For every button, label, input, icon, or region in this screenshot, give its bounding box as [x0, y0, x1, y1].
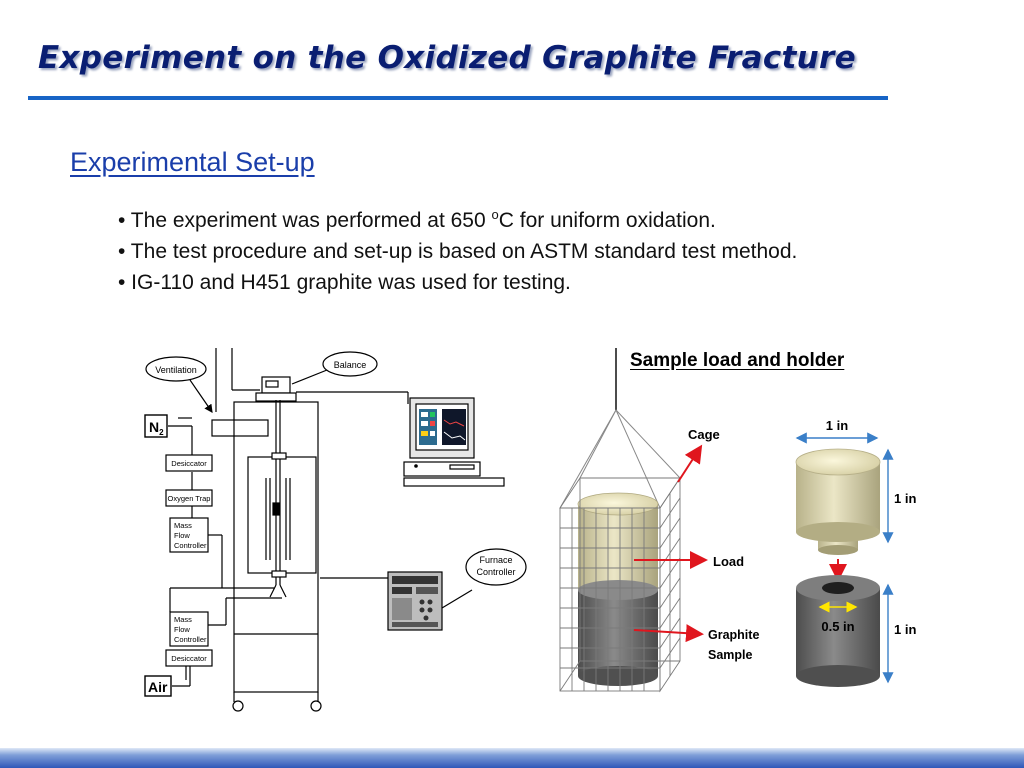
- svg-text:Flow: Flow: [174, 531, 190, 540]
- svg-text:Oxygen Trap: Oxygen Trap: [168, 494, 211, 503]
- dim-bottom-height: 1 in: [894, 622, 916, 637]
- ventilation-callout: Ventilation: [145, 356, 213, 413]
- dim-top-height: 1 in: [894, 491, 916, 506]
- svg-text:Mass: Mass: [174, 615, 192, 624]
- slide-title: Experiment on the Oxidized Graphite Frac…: [38, 40, 856, 76]
- graphite-sample-label-line2: Sample: [708, 648, 753, 662]
- dim-hole: 0.5 in: [821, 619, 854, 634]
- air-source: Air: [144, 675, 172, 697]
- svg-text:Controller: Controller: [476, 567, 515, 577]
- computer-icon: [403, 397, 505, 487]
- svg-text:Air: Air: [148, 679, 168, 695]
- dim-top-width: 1 in: [826, 418, 848, 433]
- dimension-diagram: 1 in 1 in 0.5 in 1 in: [795, 418, 916, 687]
- load-cylinder: [577, 492, 659, 600]
- sample-cage: Cage Load Graphite Sample: [559, 348, 759, 693]
- cage-grid: [559, 476, 681, 693]
- bullet-item: • The experiment was performed at 650 oC…: [118, 207, 716, 232]
- graphite-sample-cylinder: [578, 590, 658, 686]
- desiccator-top: Desiccator: [165, 454, 213, 472]
- section-heading: Experimental Set-up: [70, 147, 315, 177]
- bullet-item: • IG-110 and H451 graphite was used for …: [118, 271, 571, 294]
- svg-text:Controller: Controller: [174, 635, 207, 644]
- oxygen-trap: Oxygen Trap: [165, 489, 213, 507]
- load-label: Load: [713, 554, 744, 569]
- load-cylinder-dimensioned: [795, 448, 881, 555]
- n2-source: N2: [144, 414, 168, 438]
- svg-text:Controller: Controller: [174, 541, 207, 550]
- bullet-item: • The test procedure and set-up is based…: [118, 240, 798, 263]
- furnace-controller-unit: [387, 571, 443, 631]
- svg-text:Furnace: Furnace: [479, 555, 512, 565]
- svg-text:Desiccator: Desiccator: [171, 654, 207, 663]
- svg-text:N2: N2: [149, 419, 164, 437]
- mass-flow-controller-top: Mass Flow Controller: [169, 517, 209, 553]
- footer-bar: [0, 748, 1024, 768]
- desiccator-bottom: Desiccator: [165, 649, 213, 667]
- furnace-controller-callout: Furnace Controller: [465, 548, 527, 586]
- mass-flow-controller-bottom: Mass Flow Controller: [169, 611, 209, 647]
- balance-label: Balance: [334, 360, 367, 370]
- balance-callout: Balance: [291, 351, 378, 385]
- furnace-body: [247, 400, 317, 598]
- ventilation-label: Ventilation: [155, 365, 197, 375]
- sample-heading: Sample load and holder: [630, 350, 845, 371]
- svg-text:Flow: Flow: [174, 625, 190, 634]
- title-rule: [28, 96, 888, 100]
- graphite-sample-label-line1: Graphite: [708, 628, 759, 642]
- bullet-list: • The experiment was performed at 650 oC…: [118, 199, 797, 298]
- balance-unit: [255, 376, 297, 402]
- cage-label: Cage: [688, 427, 720, 442]
- svg-text:Mass: Mass: [174, 521, 192, 530]
- svg-text:Desiccator: Desiccator: [171, 459, 207, 468]
